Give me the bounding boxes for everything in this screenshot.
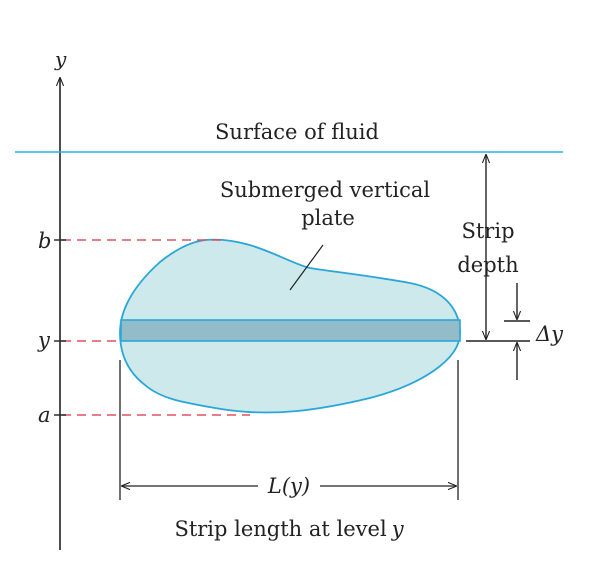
delta-y-label: Δy — [535, 322, 564, 346]
caption-main: Strip length at level — [174, 517, 387, 541]
tick-label-y: y — [37, 328, 51, 352]
horizontal-strip — [120, 319, 461, 342]
plate-leader-line — [289, 244, 324, 291]
strip-label-line1: Strip — [461, 219, 514, 243]
caption-variable: y — [391, 517, 405, 541]
surface-label: Surface of fluid — [215, 120, 379, 144]
y-axis-label: y — [54, 47, 67, 71]
plate-label-line2: plate — [301, 206, 355, 230]
strip-label-line2: depth — [457, 253, 518, 277]
tick-label-a: a — [38, 403, 51, 427]
plate-label-line1: Submerged vertical — [220, 178, 430, 202]
length-label: L(y) — [267, 474, 310, 498]
tick-label-b: b — [38, 229, 51, 253]
